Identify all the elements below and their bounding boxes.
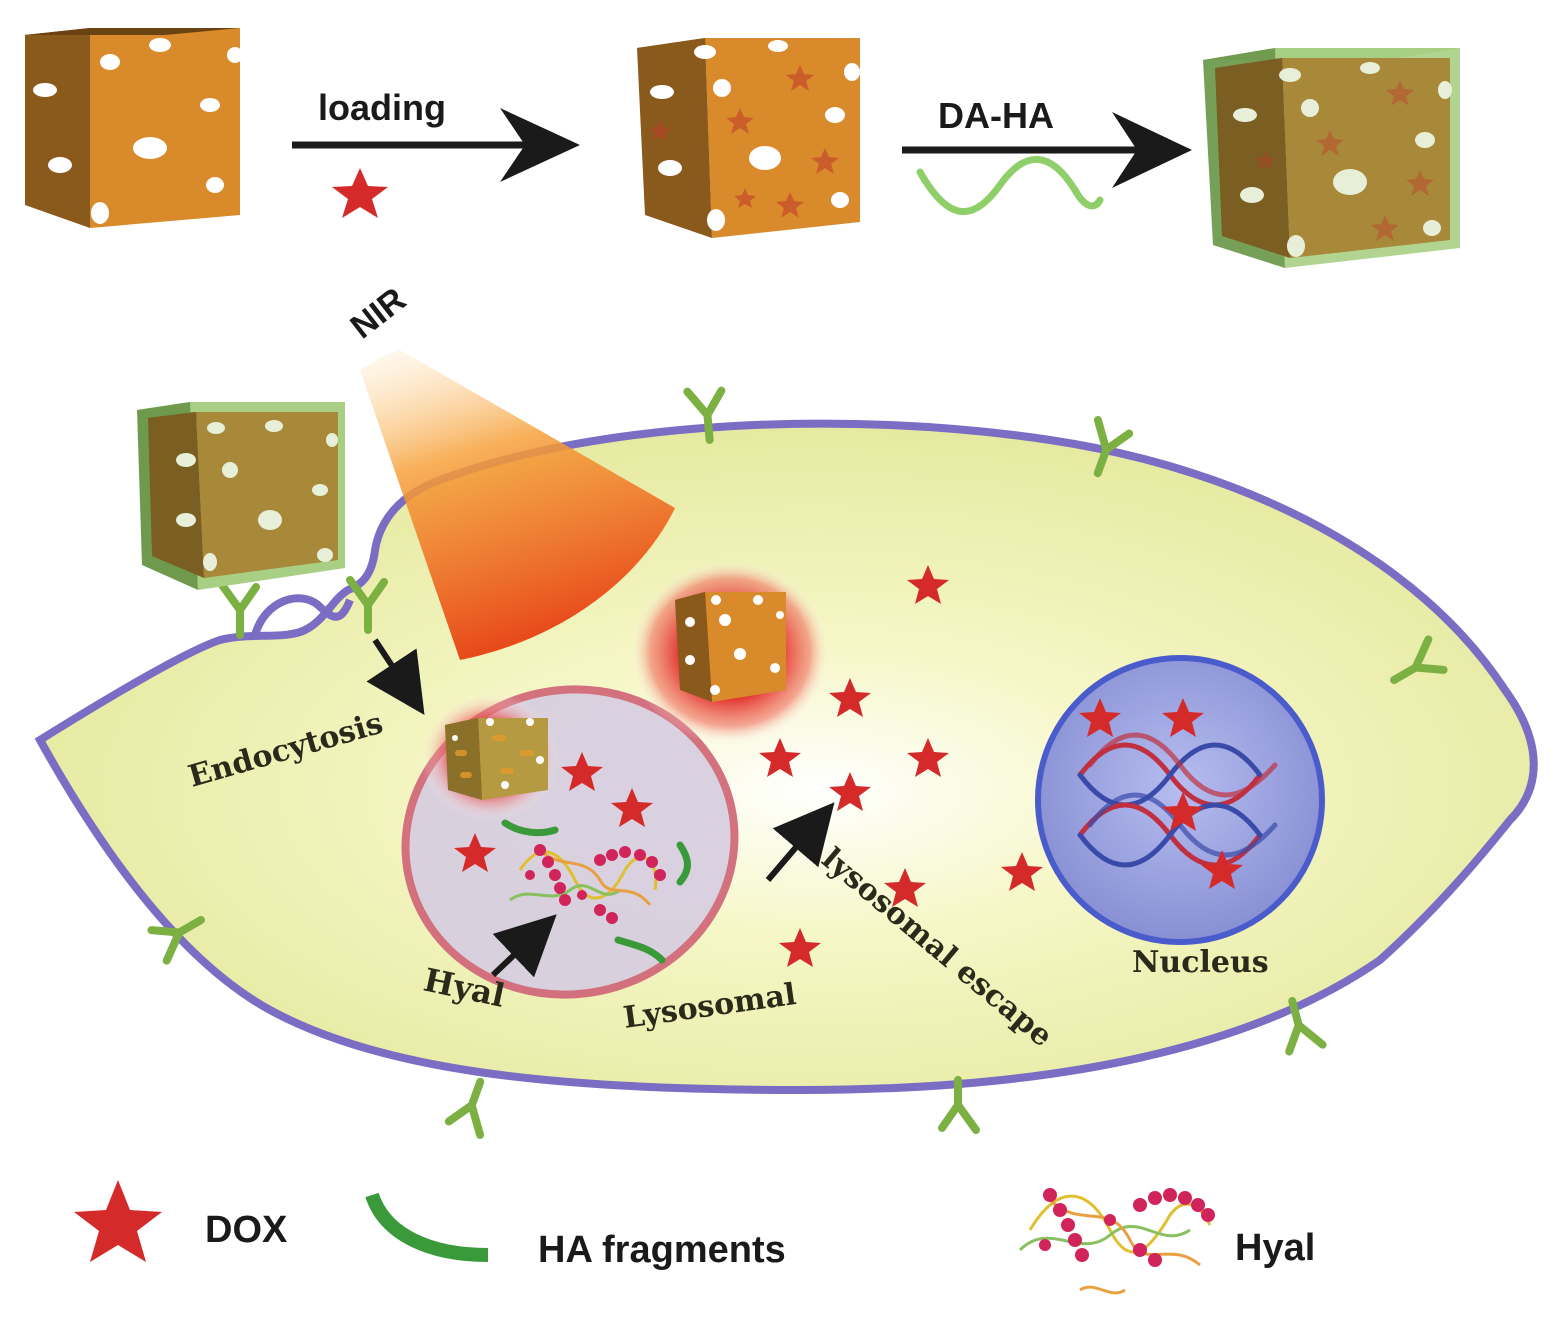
da-ha-label: DA-HA <box>938 95 1054 136</box>
receptor <box>218 581 260 639</box>
dox-star <box>454 833 496 872</box>
dox-star <box>1201 850 1243 889</box>
legend-hyal-label: Hyal <box>1235 1227 1315 1269</box>
dox-star <box>884 868 926 907</box>
receptor <box>1390 635 1448 684</box>
loading-arrow <box>292 108 580 182</box>
legend-ha-fragment-icon <box>365 1192 489 1262</box>
receptor <box>444 1077 485 1139</box>
dox-star <box>1001 852 1043 891</box>
loading-label: loading <box>318 87 446 128</box>
nucleus-label: Nucleus <box>1132 945 1269 980</box>
cube-at-membrane <box>137 402 345 590</box>
ha-wave <box>916 155 1104 215</box>
legend-dox-star-icon <box>74 1180 162 1262</box>
receptor <box>938 1076 980 1134</box>
receptor <box>1093 416 1134 478</box>
receptor <box>346 576 388 634</box>
receptor <box>147 916 205 965</box>
dox-stars-cytoplasm <box>454 565 1043 967</box>
endocytosis-arrow <box>366 638 425 716</box>
escape-arrow <box>765 802 835 882</box>
legend-dox-label: DOX <box>205 1209 288 1251</box>
dox-star <box>759 738 801 777</box>
dox-stars-nucleus <box>1079 698 1243 889</box>
dox-star <box>611 788 653 827</box>
dox-star <box>1079 698 1121 737</box>
dna-helix <box>1077 732 1278 868</box>
dox-star <box>907 738 949 777</box>
hyal-protein-inside <box>509 844 666 924</box>
dox-star <box>1162 698 1204 737</box>
dox-star <box>829 678 871 717</box>
receptor <box>683 386 726 444</box>
dox-star <box>561 752 603 791</box>
nir-label: NIR <box>344 280 414 346</box>
dox-star-loading <box>332 168 388 218</box>
legend-ha-fragments-label: HA fragments <box>538 1229 786 1271</box>
receptors <box>147 386 1448 1139</box>
cube-empty <box>25 28 243 228</box>
hyal-arrow <box>490 914 557 978</box>
membrane-notch <box>251 594 354 637</box>
heated-cube <box>675 592 786 702</box>
receptor <box>1285 997 1327 1056</box>
dox-star <box>829 772 871 811</box>
cube-loaded <box>637 38 860 238</box>
legend: DOX HA fragments Hyal <box>74 1180 1315 1295</box>
dox-star <box>779 928 821 967</box>
legend-hyal-icon <box>1018 1188 1215 1295</box>
da-ha-arrow <box>902 112 1192 188</box>
cube-coated <box>1203 48 1460 268</box>
dox-star <box>1162 792 1204 831</box>
lysosome-cube <box>445 718 548 800</box>
ha-fragments-inside <box>501 819 691 964</box>
nir-beam <box>360 350 675 660</box>
dox-star <box>907 565 949 604</box>
